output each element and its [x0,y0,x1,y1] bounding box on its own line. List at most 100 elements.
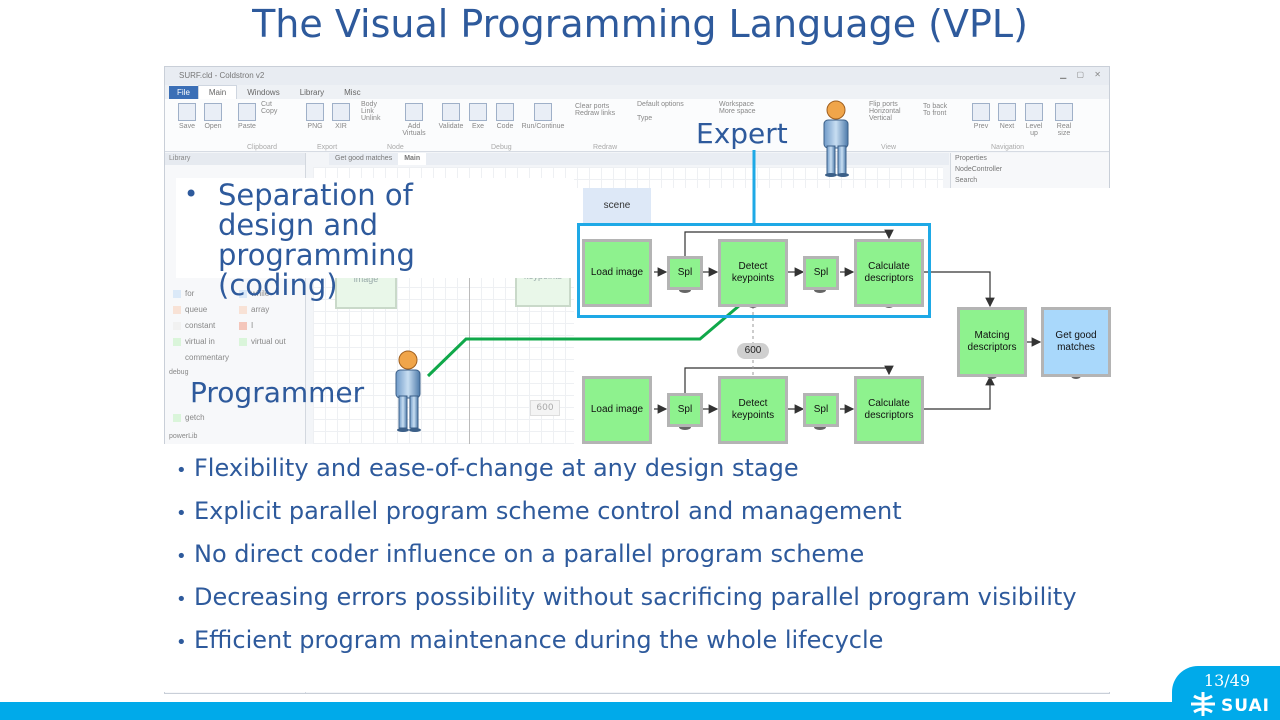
exe-icon [469,103,487,121]
node-spl-2b: Spl [803,393,839,427]
node-detect-keypoints-2: Detect keypoints [718,376,788,444]
code-icon [496,103,514,121]
separation-text: Separation of design and programming (co… [218,178,415,302]
node-detect-keypoints-1: Detect keypoints [718,239,788,307]
app-title-bar: SURF.cld - Coldstron v2 [165,67,1109,85]
lib-item-for: for [173,289,194,298]
lib-item-i: I [239,321,253,330]
doc-tab-main: Main [398,153,427,165]
prev-icon [972,103,990,121]
ghost-badge-600: 600 [530,400,560,416]
footer-bar [0,702,1280,720]
ghost-line [469,267,470,445]
page-tab [1172,666,1280,720]
tab-windows: Windows [247,88,280,97]
tab-library: Library [299,88,325,97]
document-tabs: Get good matches Main [329,153,949,165]
expert-highlight-box [577,223,931,318]
validate-icon [442,103,460,121]
lib-item-while: while [239,289,269,298]
group-view: View [881,144,897,151]
group-clipboard: Clipboard [247,144,277,151]
node-spl-1a: Spl [667,256,703,290]
tab-misc: Misc [344,88,361,97]
bullet-item: •Efficient program maintenance during th… [176,626,884,654]
open-icon [204,103,222,121]
tab-main: Main [197,85,238,100]
next-button: Next [997,103,1017,130]
validate-button: Validate [437,103,465,130]
code-button: Code [493,103,517,130]
save-button: Save [175,103,199,130]
bullets-panel [164,444,1164,692]
library-title: Library [165,153,305,165]
bullet-item: •Flexibility and ease-of-change at any d… [176,454,799,482]
properties-subtitle: NodeController [955,166,1003,173]
programmer-person-icon [395,350,421,432]
run-icon [534,103,552,121]
group-debug: Debug [491,144,512,151]
node-calculate-descriptors-2: Calculate descriptors [854,376,924,444]
open-button: Open [201,103,225,130]
group-navigation: Navigation [991,144,1025,151]
badge-600: 600 [737,343,769,359]
lib-item-virtual-in: virtual in [173,337,215,346]
page-number: 13/49 [1203,671,1250,690]
node-get-good-matches: Get good matches [1041,307,1111,377]
node-matching-descriptors: Matcing descriptors [957,307,1027,377]
paste-icon [238,103,256,121]
bullet-item: •No direct coder influence on a parallel… [176,540,865,568]
lib-section-debug: debug [169,369,189,376]
tab-file: File [169,86,198,100]
overlay-panel [176,178,574,278]
xir-button: XIR [329,103,353,130]
bullet-list: •Flexibility and ease-of-change at any d… [176,448,1156,663]
properties-search: Search [955,177,978,184]
window-controls: ▁ ▢ ✕ [1060,70,1105,79]
add-virtuals-icon [405,103,423,121]
node-load-image-1: Load image [582,239,652,307]
lib-item-constant: constant [173,321,215,330]
next-icon [998,103,1016,121]
add-virtuals-button: Add Virtuals [399,103,429,137]
level-up-icon [1025,103,1043,121]
node-spl-1b: Spl [803,256,839,290]
properties-title: Properties [955,155,987,162]
lib-section-powerlib: powerLib [169,433,198,440]
lib-item-virtual-out: virtual out [239,337,286,346]
expert-label: Expert [696,117,788,150]
save-icon [178,103,196,121]
doc-tab-get-good-matches: Get good matches [335,155,393,162]
group-redraw: Redraw [593,144,618,151]
bullet-item: •Decreasing errors possibility without s… [176,583,1077,611]
scene-label: scene [583,188,651,224]
suai-logo: SUAI [1220,696,1270,716]
exe-button: Exe [467,103,489,130]
node-calculate-descriptors-1: Calculate descriptors [854,239,924,307]
group-export: Export [317,144,338,151]
png-icon [306,103,324,121]
lib-item-queue: queue [173,305,207,314]
paste-button: Paste [235,103,259,130]
lib-item-getch: getch [173,413,205,422]
expert-person-icon [823,100,849,177]
suai-logo-icon [1191,692,1215,716]
png-button: PNG [303,103,327,130]
bullet-dot: • [184,180,199,208]
node-load-image-2: Load image [582,376,652,444]
bullet-item: •Explicit parallel program scheme contro… [176,497,902,525]
real-size-button: Real size [1053,103,1075,137]
programmer-connector [426,303,741,378]
group-node: Node [387,144,404,151]
xir-icon [332,103,350,121]
programmer-label: Programmer [190,376,365,409]
slide-title: The Visual Programming Language (VPL) [252,2,1028,46]
level-up-button: Level up [1023,103,1045,137]
